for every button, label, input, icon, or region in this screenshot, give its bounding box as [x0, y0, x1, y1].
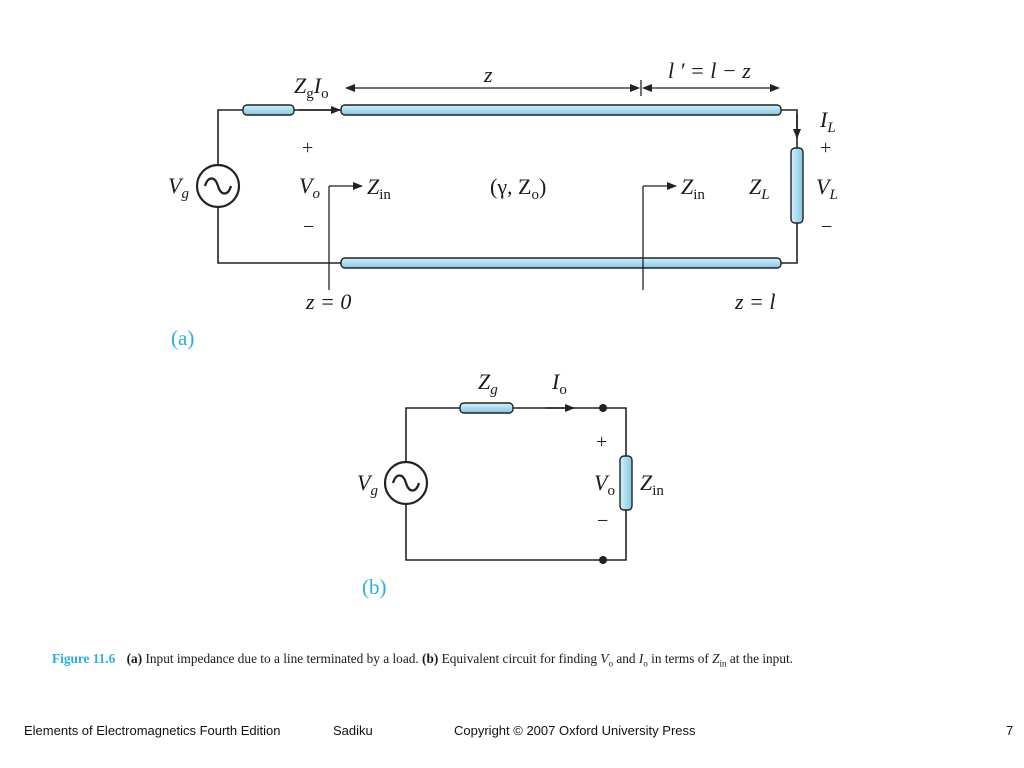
terminal-node-bottom: [599, 556, 607, 564]
zg-io-label: ZgIo: [294, 73, 329, 102]
caption-v: V: [600, 651, 609, 666]
vg-label-b: Vg: [357, 470, 378, 499]
terminal-node-top: [599, 404, 607, 412]
vo-minus-sign: −: [303, 216, 314, 238]
figure-11-6: ZgIo z l ′ = l − z IL + − + − Vg Vo Zin …: [168, 58, 838, 599]
figure-caption: Figure 11.6 (a) Input impedance due to a…: [52, 650, 992, 673]
z0-position-label: z = 0: [305, 289, 351, 314]
z-dimension-label: z: [483, 62, 493, 87]
transmission-line-bottom-conductor: [340, 257, 782, 269]
footer-book-title: Elements of Electromagnetics Fourth Edit…: [24, 723, 281, 738]
vo-plus-sign-b: +: [596, 431, 607, 453]
generator-impedance-element: [242, 104, 295, 116]
vo-minus-sign-b: −: [597, 510, 608, 532]
diagram-a-label: (a): [171, 326, 194, 350]
vg-label: Vg: [168, 173, 189, 202]
zl-label: ZL: [749, 174, 770, 203]
vl-minus-sign: −: [821, 216, 832, 238]
vl-plus-sign: +: [820, 137, 831, 159]
caption-i-sub: o: [643, 658, 648, 669]
transmission-line-top-conductor: [340, 104, 782, 116]
il-label: IL: [819, 107, 836, 136]
voltage-source-vg-b: [383, 460, 429, 506]
vo-label: Vo: [299, 173, 320, 202]
caption-and: and: [616, 651, 636, 666]
line-parameters-label: (γ, Zo): [490, 174, 546, 203]
vo-plus-sign: +: [302, 137, 313, 159]
caption-i: I: [638, 651, 644, 666]
zin-label-left: Zin: [367, 174, 391, 203]
caption-text-a: Input impedance due to a line terminated…: [145, 651, 419, 666]
circuit-wires-b: [405, 407, 627, 561]
caption-z: Z: [712, 651, 720, 666]
input-impedance-element: [619, 455, 633, 511]
vl-label: VL: [816, 174, 838, 203]
generator-impedance-element-b: [459, 402, 514, 414]
io-label-b: Io: [551, 369, 567, 398]
diagram-a: ZgIo z l ′ = l − z IL + − + − Vg Vo Zin …: [168, 58, 838, 350]
caption-part-a-marker: (a): [126, 651, 143, 666]
caption-z-sub: in: [719, 658, 727, 669]
zl-position-label: z = l: [734, 289, 776, 314]
caption-part-b-marker: (b): [422, 651, 439, 666]
zin-label-right: Zin: [681, 174, 705, 203]
caption-v-sub: o: [608, 658, 614, 669]
load-impedance-element: [790, 147, 804, 224]
footer-page-number: 7: [1006, 723, 1014, 738]
figure-number: Figure 11.6: [52, 651, 116, 666]
slide-footer: Elements of Electromagnetics Fourth Edit…: [0, 721, 1024, 743]
footer-copyright: Copyright © 2007 Oxford University Press: [454, 723, 696, 738]
diagram-b: Zg Io + − Vg Vo Zin (b): [357, 369, 664, 599]
zin-label-b: Zin: [640, 470, 664, 499]
lprime-dimension-label: l ′ = l − z: [668, 58, 751, 83]
diagram-b-label: (b): [362, 575, 387, 599]
voltage-source-vg: [195, 163, 241, 209]
vo-label-b: Vo: [594, 470, 615, 499]
caption-text-b: Equivalent circuit for finding: [441, 651, 598, 666]
zg-label-b: Zg: [478, 369, 498, 398]
caption-end: at the input.: [729, 651, 793, 666]
footer-author: Sadiku: [333, 723, 373, 738]
caption-in-terms: in terms of: [651, 651, 709, 666]
